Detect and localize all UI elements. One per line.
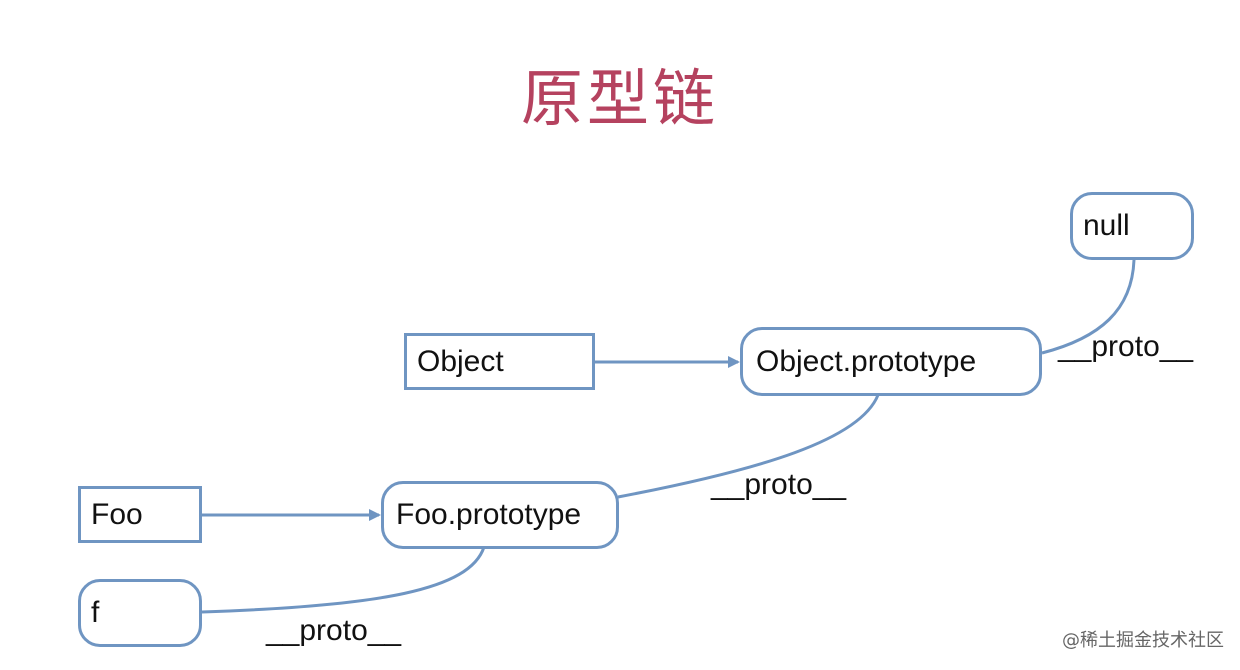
node-foo-prototype: Foo.prototype <box>381 481 619 549</box>
page-title: 原型链 <box>520 62 719 135</box>
node-foo: Foo <box>78 486 202 543</box>
curve-object-prototype-to-null <box>1041 259 1136 355</box>
node-f: f <box>78 579 202 647</box>
watermark: @稀土掘金技术社区 <box>1062 630 1224 651</box>
label-proto-f-to-foo-prototype: __proto__ <box>266 614 402 647</box>
node-null: null <box>1070 192 1194 260</box>
node-object-prototype: Object.prototype <box>740 327 1042 396</box>
node-object: Object <box>404 333 595 390</box>
curve-f-to-foo-prototype <box>201 546 486 614</box>
label-proto-foo-prototype-to-object-prototype: __proto__ <box>711 468 847 501</box>
label-proto-object-prototype-to-null: __proto__ <box>1058 330 1194 363</box>
curve-foo-prototype-to-object-prototype <box>617 394 880 499</box>
